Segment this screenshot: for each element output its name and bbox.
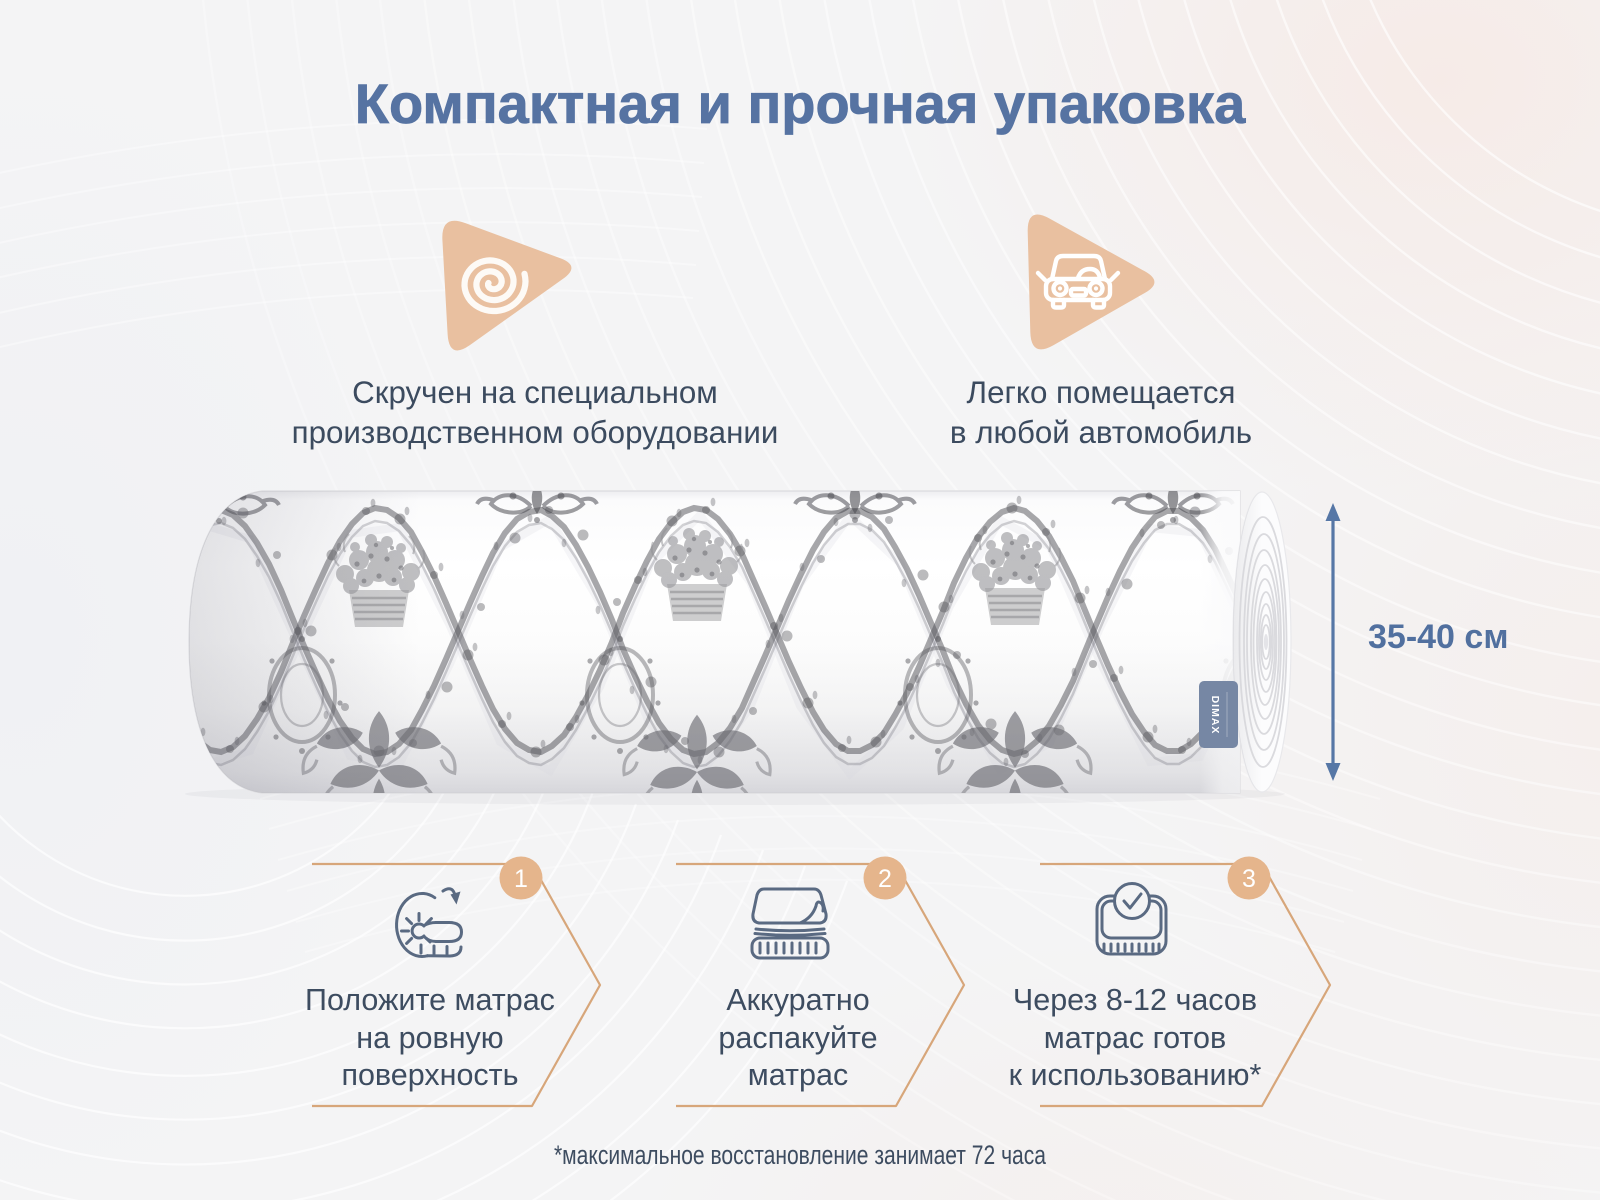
svg-text:3: 3 — [1242, 865, 1256, 893]
svg-text:2: 2 — [878, 865, 892, 893]
svg-text:DIMAX: DIMAX — [1209, 696, 1221, 735]
svg-text:1: 1 — [514, 865, 528, 893]
